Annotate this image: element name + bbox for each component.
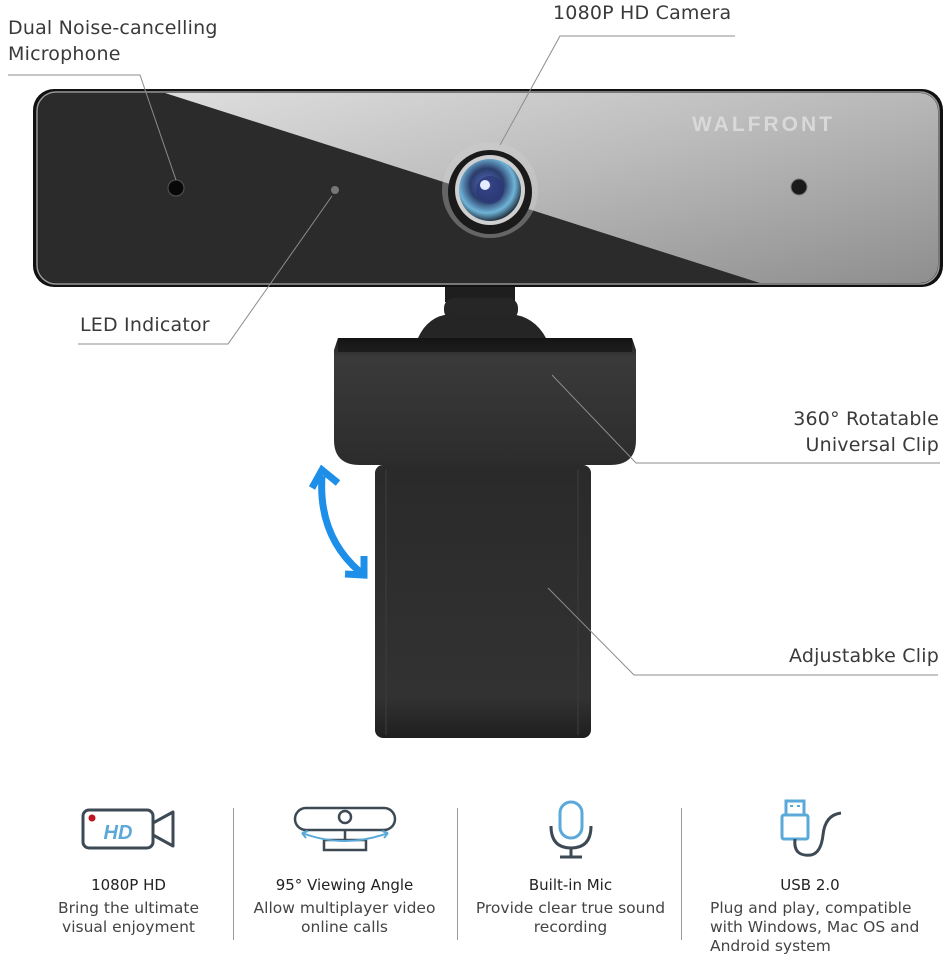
microphone-icon xyxy=(458,795,683,865)
webcam-illustration xyxy=(8,35,943,738)
hd-camera-icon: HD xyxy=(16,795,241,865)
feature-divider xyxy=(681,808,682,940)
feature-title: 95° Viewing Angle xyxy=(275,876,414,894)
callout-clip-line1: 360° Rotatable xyxy=(793,408,939,430)
callout-rotatable-clip: 360° Rotatable Universal Clip xyxy=(793,406,939,458)
feature-divider xyxy=(457,808,458,940)
callout-microphone-line1: Dual Noise-cancelling xyxy=(8,17,218,39)
adjustable-clip-leg xyxy=(375,465,591,738)
callout-adjustable-clip: Adjustabke Clip xyxy=(788,645,939,667)
feature-desc: Provide clear true sound recording xyxy=(475,899,666,936)
feature-desc: Allow multiplayer video online calls xyxy=(253,899,436,936)
feature-title: 1080P HD xyxy=(91,876,166,894)
feature-divider xyxy=(233,808,234,940)
callout-led-indicator: LED Indicator xyxy=(80,314,210,336)
brand-logo: WALFRONT xyxy=(692,113,835,136)
callout-microphone: Dual Noise-cancelling Microphone xyxy=(8,15,218,67)
callout-camera: 1080P HD Camera xyxy=(553,2,732,24)
feature-1080p-hd: HD 1080P HD Bring the ultimate visual en… xyxy=(16,795,241,937)
feature-desc: Bring the ultimate visual enjoyment xyxy=(58,899,199,936)
feature-viewing-angle: 95° Viewing Angle Allow multiplayer vide… xyxy=(232,795,457,937)
callout-leader-lines xyxy=(8,35,940,676)
feature-usb: USB 2.0 Plug and play, compatible with W… xyxy=(690,795,930,956)
svg-text:HD: HD xyxy=(103,822,132,844)
feature-title: USB 2.0 xyxy=(780,876,840,894)
usb-plug-icon xyxy=(690,795,930,865)
camera-body xyxy=(33,89,943,287)
universal-clip-top xyxy=(334,338,636,465)
feature-built-in-mic: Built-in Mic Provide clear true sound re… xyxy=(458,795,683,937)
callout-microphone-line2: Microphone xyxy=(8,43,121,65)
callout-clip-line2: Universal Clip xyxy=(805,434,939,456)
viewing-angle-icon xyxy=(232,795,457,865)
feature-title: Built-in Mic xyxy=(528,876,613,894)
feature-desc: Plug and play, compatible with Windows, … xyxy=(710,899,920,955)
rotate-arrow-icon xyxy=(308,464,368,579)
swivel-neck xyxy=(418,282,546,338)
